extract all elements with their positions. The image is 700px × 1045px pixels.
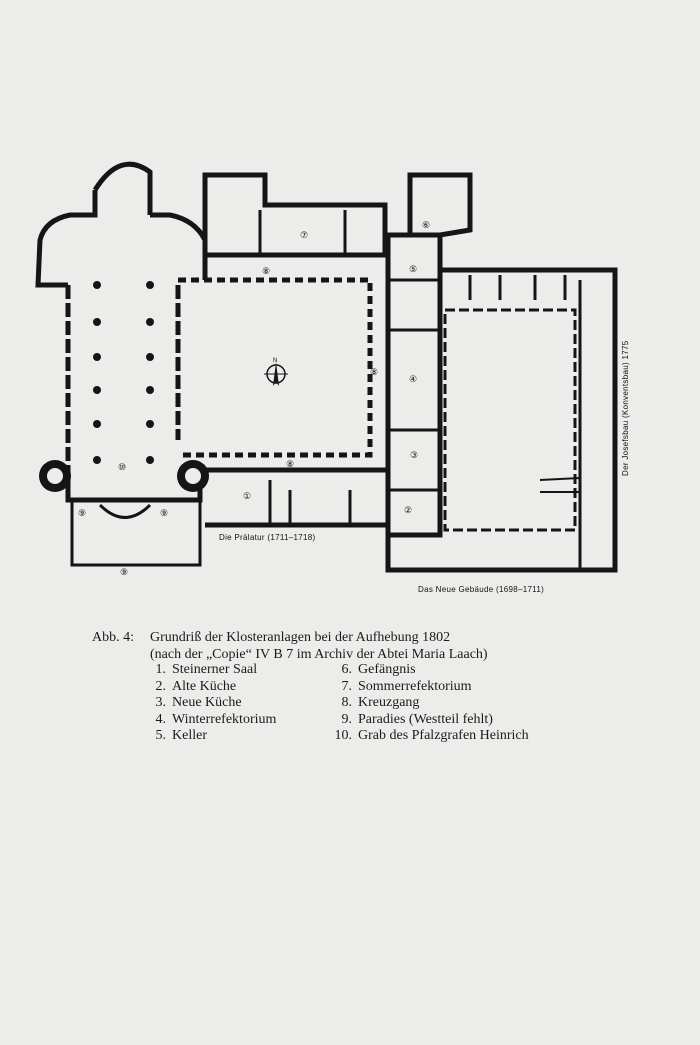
caption-row: Abb. 4: Grundriß der Klosteranlagen bei …: [92, 630, 612, 663]
pillar: [93, 353, 101, 361]
legend-item: 2. Alte Küche: [148, 679, 328, 696]
paradies-wall: [70, 500, 202, 567]
praelatur: [205, 467, 391, 528]
legend-number: 4.: [155, 711, 167, 727]
floor-plan: N ① ② ③ ④ ⑤ ⑥ ⑦ ⑧ ⑧ ⑧ ⑨ ⑨ ⑨ ⑩ Die Prälat…: [35, 161, 630, 594]
praelatur-partitions: [268, 480, 352, 525]
cloister-wall: [178, 277, 373, 458]
walls: [35, 161, 618, 573]
legend-label: Gefängnis: [358, 662, 416, 677]
caption-line-1: Grundriß der Klosteranlagen bei der Aufh…: [150, 630, 451, 645]
pillar: [146, 318, 154, 326]
legend-number: 10.: [334, 728, 353, 743]
legend-label: Paradies (Westteil fehlt): [358, 711, 493, 727]
pillar: [146, 420, 154, 428]
legend-item: 1. Steinerner Saal: [148, 662, 328, 679]
east-range: [385, 232, 443, 538]
legend-number: 7.: [341, 678, 353, 694]
pillar: [146, 353, 154, 361]
pillar: [93, 386, 101, 394]
legend-label: Neue Küche: [172, 695, 242, 710]
legend-column-1: 1. Steinerner Saal 2. Alte Küche 3. Neue Kü…: [148, 662, 328, 745]
legend-number: 1.: [155, 662, 167, 677]
room-number: ⑥: [422, 220, 430, 230]
room-number: ⑨: [78, 508, 86, 518]
legend-item: 4. Winterrefektorium: [148, 712, 328, 729]
room-number: ⑨: [120, 567, 128, 577]
legend-item: 6. Gefängnis: [328, 662, 578, 679]
passage: [539, 477, 581, 493]
pillar: [93, 281, 101, 289]
pillar: [146, 281, 154, 289]
room-number: ④: [409, 374, 417, 384]
pillar: [93, 456, 101, 464]
north-transept-wall: [35, 190, 98, 288]
pillar: [93, 318, 101, 326]
room-numbers: ① ② ③ ④ ⑤ ⑥ ⑦ ⑧ ⑧ ⑧ ⑨ ⑨ ⑨ ⑩: [78, 220, 430, 577]
legend-label: Sommerrefektorium: [358, 678, 472, 694]
room-number: ⑧: [286, 459, 294, 469]
room-number: ⑧: [370, 367, 378, 377]
cell-partitions: [468, 275, 567, 300]
legend-number: 3.: [155, 695, 167, 710]
legend-label: Steinerner Saal: [172, 662, 258, 677]
legend-label: Keller: [172, 728, 207, 743]
apse-wall: [92, 161, 153, 215]
room-number: ⑧: [262, 266, 270, 276]
pillar: [146, 456, 154, 464]
caption-line-2: (nach der „Copie“ IV B 7 im Archiv der A…: [150, 646, 488, 662]
room-number: ⑦: [300, 230, 308, 240]
legend-number: 8.: [341, 695, 353, 710]
stair-south-core: [185, 468, 201, 484]
room-number: ③: [410, 450, 418, 460]
legend-number: 5.: [155, 728, 167, 743]
neues-gebaeude: [385, 267, 618, 573]
legend-item: 8. Kreuzgang: [328, 695, 578, 712]
legend: 1. Steinerner Saal 2. Alte Küche 3. Neue Kü…: [148, 662, 608, 745]
room-number: ②: [404, 505, 412, 515]
legend-item: 3. Neue Küche: [148, 695, 328, 712]
legend-label: Kreuzgang: [358, 695, 420, 710]
north-range-partitions: [258, 210, 347, 255]
legend-item: 7. Sommerrefektorium: [328, 679, 578, 696]
room-number: ①: [243, 491, 251, 501]
legend-label: Grab des Pfalzgrafen Heinrich: [358, 728, 529, 743]
legend-number: 9.: [341, 711, 353, 727]
north-label: N: [273, 358, 278, 364]
caption-text: Grundriß der Klosteranlagen bei der Aufh…: [150, 630, 612, 663]
pillar: [93, 420, 101, 428]
legend-column-2: 6. Gefängnis 7. Sommerrefektorium 8. Kreuzg…: [328, 662, 578, 745]
praelatur-label: Die Prälatur (1711–1718): [219, 533, 315, 542]
stair-north-core: [47, 468, 63, 484]
josefsbau-label: Der Josefsbau (Konventsbau) 1775: [621, 340, 630, 476]
legend-label: Winterrefektorium: [172, 711, 277, 727]
pillars: [93, 281, 154, 464]
paradies-arc: [98, 503, 152, 519]
neues-gebaeude-label: Das Neue Gebäude (1698–1711): [418, 585, 544, 594]
legend-item: 5. Keller: [148, 728, 328, 745]
figure-caption: Abb. 4: Grundriß der Klosteranlagen bei …: [92, 630, 612, 663]
pillar: [146, 386, 154, 394]
prison-block: [407, 172, 473, 238]
room-number: ⑨: [160, 508, 168, 518]
legend-number: 6.: [341, 662, 353, 677]
south-transept-wall: [150, 212, 208, 280]
legend-label: Alte Küche: [172, 678, 237, 694]
legend-item: 10. Grab des Pfalzgrafen Heinrich: [328, 728, 578, 745]
east-range-partitions: [388, 278, 440, 492]
figure-number: Abb. 4:: [92, 630, 134, 645]
legend-number: 2.: [155, 678, 167, 694]
north-range: [202, 172, 388, 258]
inner-court: [443, 308, 577, 532]
north-arrow-icon: N: [264, 358, 288, 386]
legend-item: 9. Paradies (Westteil fehlt): [328, 712, 578, 729]
room-number: ⑤: [409, 264, 417, 274]
room-number: ⑩: [118, 462, 126, 472]
